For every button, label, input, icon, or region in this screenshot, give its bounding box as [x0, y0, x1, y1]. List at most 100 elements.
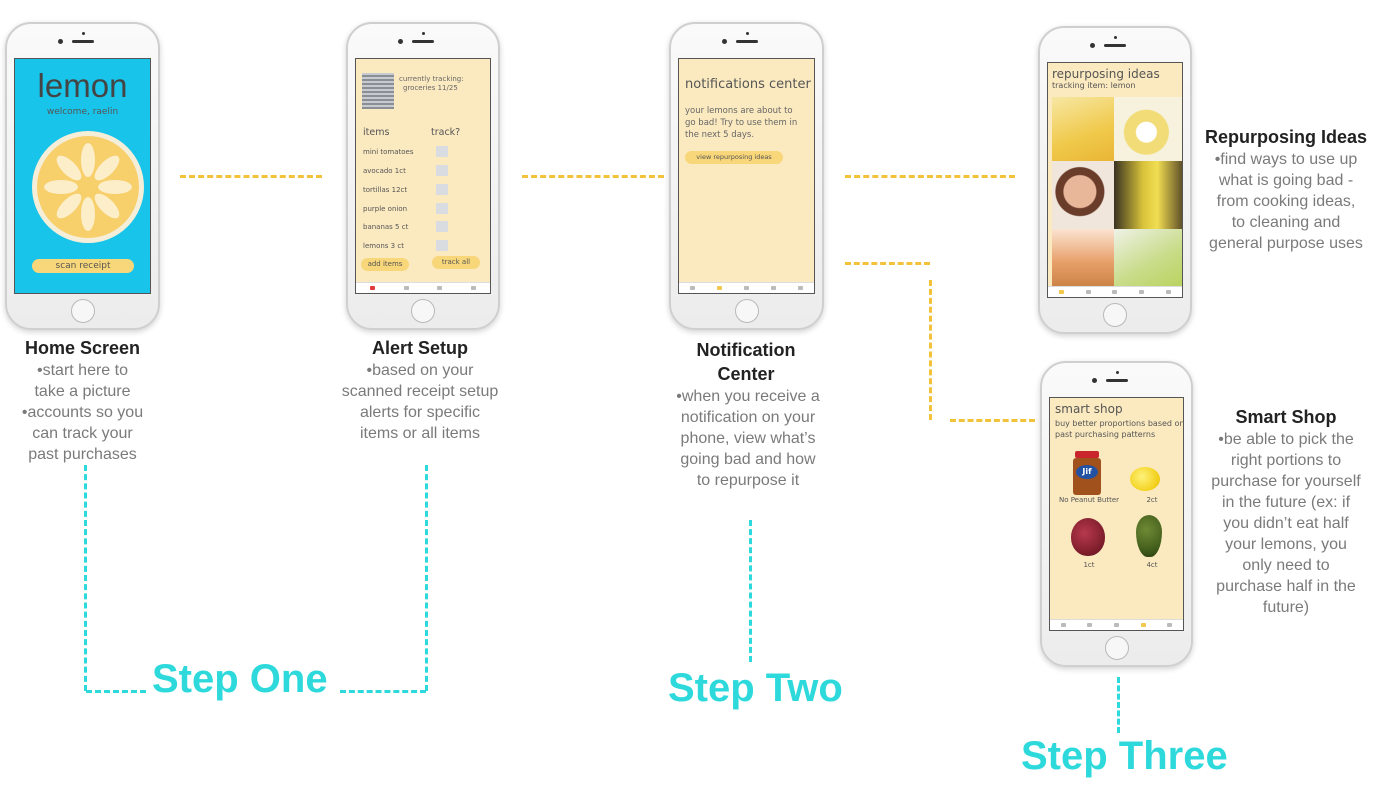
- connector-to-smartshop: [950, 419, 1035, 422]
- caption-line: can track your: [32, 425, 133, 442]
- alert-setup-screen: currently tracking: groceries 11/25 item…: [355, 58, 491, 294]
- list-item: lemons 3 ct: [363, 242, 404, 250]
- lemon-image[interactable]: [1130, 467, 1160, 491]
- step-two-connector: [749, 520, 752, 662]
- cart-tab-icon[interactable]: [1140, 623, 1146, 627]
- camera-tab-icon[interactable]: [798, 286, 803, 290]
- tab-bar: [1048, 286, 1182, 297]
- tracking-item-label: tracking item: lemon: [1052, 81, 1136, 90]
- home-tab-icon[interactable]: [1112, 290, 1118, 294]
- onion-image[interactable]: [1071, 518, 1105, 556]
- scan-receipt-button[interactable]: scan receipt: [32, 259, 134, 273]
- notifications-phone: notifications center your lemons are abo…: [669, 22, 824, 330]
- home-button: [411, 299, 435, 323]
- repurposing-screen: repurposing ideas tracking item: lemon: [1047, 62, 1183, 298]
- welcome-text: welcome, raelin: [46, 107, 119, 117]
- smart-shop-title: smart shop: [1055, 402, 1123, 416]
- tab-bar: [1050, 619, 1183, 630]
- lemon-slice-icon: [32, 131, 144, 243]
- baking-soda-image[interactable]: [1052, 229, 1114, 289]
- track-checkbox[interactable]: [436, 184, 448, 195]
- home-button: [70, 299, 95, 323]
- step-one-right-arm: [340, 690, 426, 693]
- caption-line: take a picture: [34, 383, 131, 400]
- list-item: mini tomatoes: [363, 148, 414, 156]
- caption-line: in the future (ex: if: [1221, 494, 1351, 511]
- avocado-image[interactable]: [1136, 515, 1162, 557]
- peanut-butter-image[interactable]: Jif: [1072, 451, 1102, 495]
- view-repurposing-ideas-button[interactable]: view repurposing ideas: [685, 151, 783, 164]
- lemon-bars-image[interactable]: [1052, 97, 1114, 161]
- list-item: avocado 1ct: [363, 167, 406, 175]
- phone-camera: [721, 39, 727, 44]
- list-item: purple onion: [363, 205, 408, 213]
- track-header: track?: [431, 127, 461, 138]
- alert-setup-phone: currently tracking: groceries 11/25 item…: [346, 22, 500, 330]
- camera-tab-icon[interactable]: [470, 286, 476, 290]
- face-mask-image[interactable]: [1052, 161, 1114, 229]
- phone-sensor: [422, 32, 425, 35]
- receipt-tab-icon[interactable]: [1060, 623, 1066, 627]
- home-tab-icon[interactable]: [403, 286, 409, 290]
- caption-line: •based on your: [366, 362, 474, 379]
- alert-tab-icon[interactable]: [370, 286, 376, 290]
- lemon-cleaner-image[interactable]: [1114, 161, 1182, 229]
- camera-tab-icon[interactable]: [1166, 290, 1172, 294]
- phone-speaker: [1105, 379, 1128, 382]
- notifications-screen: notifications center your lemons are abo…: [678, 58, 815, 294]
- add-items-button[interactable]: add items: [361, 258, 409, 271]
- cart-tab-icon[interactable]: [1139, 290, 1145, 294]
- lemon-tea-image[interactable]: [1114, 97, 1182, 161]
- product-label: No Peanut Butter: [1058, 496, 1120, 504]
- track-checkbox[interactable]: [436, 221, 448, 232]
- home-tab-icon[interactable]: [1113, 623, 1119, 627]
- lemon-slices-image[interactable]: [1114, 229, 1182, 289]
- bell-tab-icon[interactable]: [717, 286, 722, 290]
- home-caption-text: •start here to take a picture •accounts …: [0, 360, 165, 465]
- bell-tab-icon[interactable]: [1085, 290, 1091, 294]
- track-checkbox[interactable]: [436, 146, 448, 157]
- light-tab-icon[interactable]: [1058, 290, 1064, 294]
- smart-shop-phone: smart shop buy better proportions based …: [1040, 361, 1193, 667]
- home-tab-icon[interactable]: [744, 286, 749, 290]
- cart-tab-icon[interactable]: [437, 286, 443, 290]
- phone-speaker: [735, 40, 758, 43]
- caption-line: scanned receipt setup: [341, 383, 499, 400]
- caption-line: what is going bad -: [1218, 172, 1354, 189]
- track-checkbox[interactable]: [436, 240, 448, 251]
- track-checkbox[interactable]: [436, 203, 448, 214]
- camera-tab-icon[interactable]: [1167, 623, 1173, 627]
- phone-speaker: [1104, 44, 1126, 47]
- items-header: items: [363, 127, 390, 138]
- phone-camera: [1091, 378, 1097, 383]
- caption-line: to repurpose it: [696, 472, 800, 489]
- caption-line: •when you receive a: [676, 388, 820, 405]
- caption-line: from cooking ideas,: [1216, 193, 1356, 210]
- list-item: tortillas 12ct: [363, 186, 408, 194]
- connector-branch-down: [929, 280, 932, 420]
- product-label: 4ct: [1146, 561, 1158, 569]
- repurpose-caption-title: Repurposing Ideas: [1204, 127, 1368, 147]
- tracking-sub: groceries 11/25: [403, 84, 458, 92]
- cart-tab-icon[interactable]: [771, 286, 776, 290]
- phone-camera: [1090, 43, 1095, 48]
- home-button: [1103, 303, 1127, 327]
- light-tab-icon[interactable]: [690, 286, 695, 290]
- phone-sensor: [81, 32, 85, 35]
- caption-line: only need to: [1242, 557, 1330, 574]
- step-two-label: Step Two: [668, 666, 843, 710]
- caption-line: to cleaning and: [1231, 214, 1341, 231]
- connector-home-to-alert: [180, 175, 322, 178]
- step-one-left-arm: [86, 690, 146, 693]
- track-all-button[interactable]: track all: [432, 256, 480, 269]
- smartshop-caption-title: Smart Shop: [1235, 407, 1337, 427]
- caption-line: going bad and how: [680, 451, 816, 468]
- tab-bar: [356, 282, 490, 293]
- caption-line: purchase half in the: [1216, 578, 1356, 595]
- bell-tab-icon[interactable]: [1087, 623, 1093, 627]
- home-button: [1104, 636, 1129, 660]
- smart-shop-subtitle: buy better proportions based on past pur…: [1055, 419, 1184, 439]
- track-checkbox[interactable]: [436, 165, 448, 176]
- caption-line: phone, view what’s: [680, 430, 816, 447]
- home-phone: lemon welcome, raelin scan receipt: [5, 22, 160, 330]
